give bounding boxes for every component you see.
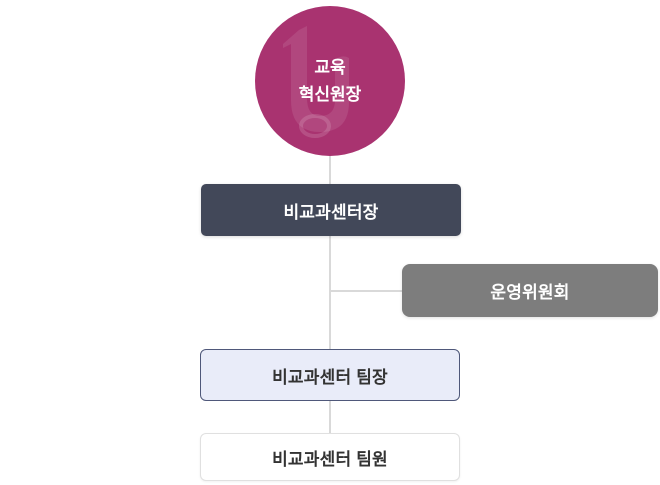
org-node-steering-committee: 운영위원회 xyxy=(402,264,658,317)
team-leader-label: 비교과센터 팀장 xyxy=(272,367,388,387)
org-node-team-member: 비교과센터 팀원 xyxy=(200,433,460,481)
org-node-team-leader: 비교과센터 팀장 xyxy=(200,349,460,401)
org-node-education-innovation-director: 교육 혁신원장 xyxy=(255,6,405,156)
steering-committee-label: 운영위원회 xyxy=(490,283,570,302)
org-node-director-label: 교육 혁신원장 xyxy=(299,54,362,108)
connector-team-leader-to-team-member xyxy=(329,401,331,434)
center-director-label: 비교과센터장 xyxy=(283,202,379,222)
director-label-line1: 교육 xyxy=(314,58,346,77)
connector-director-to-team-leader xyxy=(329,236,331,350)
org-node-center-director: 비교과센터장 xyxy=(201,184,461,236)
connector-branch-to-committee xyxy=(330,290,403,292)
team-member-label: 비교과센터 팀원 xyxy=(272,449,388,469)
connector-circle-to-director xyxy=(329,150,331,186)
director-label-line2: 혁신원장 xyxy=(298,85,362,104)
